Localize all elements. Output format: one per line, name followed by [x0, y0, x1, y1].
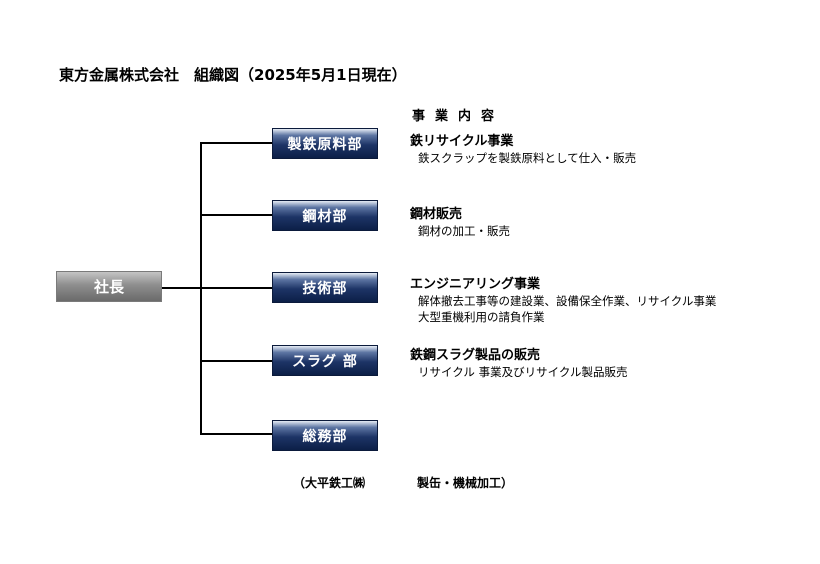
footnote-business: 製缶・機械加工） — [417, 476, 514, 490]
dept-box-slag: スラグ 部 — [272, 345, 378, 376]
dept-box-kozai: 鋼材部 — [272, 200, 378, 231]
business-title: 鉄リサイクル事業 — [410, 134, 514, 149]
dept-box-somu: 総務部 — [272, 420, 378, 451]
branch-line-kozai — [200, 214, 272, 216]
business-detail: 大型重機利用の請負作業 — [418, 310, 545, 324]
branch-line-slag — [200, 360, 272, 362]
business-detail: 鋼材の加工・販売 — [418, 224, 510, 238]
dept-box-gijutsu: 技術部 — [272, 272, 378, 303]
business-title: エンジニアリング事業 — [410, 277, 541, 292]
business-title: 鉄鋼スラグ製品の販売 — [410, 348, 541, 363]
chart-title: 東方金属株式会社 組織図（2025年5月1日現在） — [59, 66, 407, 84]
business-gijutsu: エンジニアリング事業 解体撤去工事等の建設業、設備保全作業、リサイクル事業 大型… — [410, 277, 716, 325]
business-slag: 鉄鋼スラグ製品の販売 リサイクル 事業及びリサイクル製品販売 — [410, 348, 628, 380]
business-seitetsu-genryo: 鉄リサイクル事業 鉄スクラップを製鉄原料として仕入・販売 — [410, 134, 636, 166]
ceo-box: 社長 — [56, 271, 162, 302]
branch-line-gijutsu — [200, 287, 272, 289]
branch-line-seitetsu — [200, 142, 272, 144]
business-detail: 鉄スクラップを製鉄原料として仕入・販売 — [418, 151, 637, 165]
business-detail: 解体撤去工事等の建設業、設備保全作業、リサイクル事業 — [418, 294, 717, 308]
business-title: 鋼材販売 — [410, 207, 463, 222]
dept-box-seitetsu-genryo: 製鉄原料部 — [272, 128, 378, 159]
business-detail: リサイクル 事業及びリサイクル製品販売 — [418, 365, 628, 379]
footnote-company: （大平鉄工㈱ — [293, 476, 366, 490]
branch-line-somu — [200, 433, 272, 435]
business-column-header: 事業内容 — [412, 109, 505, 124]
business-kozai: 鋼材販売 鋼材の加工・販売 — [410, 207, 510, 239]
ceo-connector-line — [162, 287, 201, 289]
